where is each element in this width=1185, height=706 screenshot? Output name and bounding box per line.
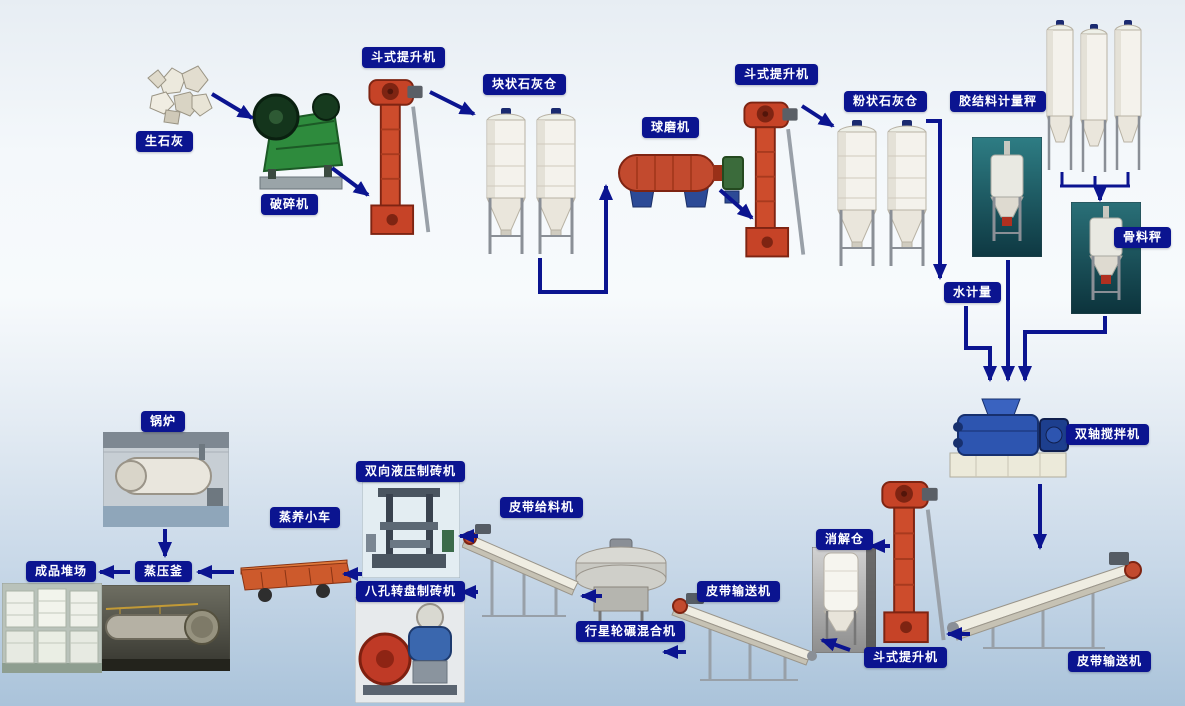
aggregate-silos-image [1046,20,1142,172]
quicklime-image [147,65,213,125]
label-digestion-silo: 消解仓 [816,529,874,550]
label-steam-trolley: 蒸养小车 [270,507,341,528]
label-block-lime-silo: 块状石灰仓 [483,74,567,95]
label-binder-scale: 胶结料计量秤 [950,91,1047,112]
label-crusher: 破碎机 [261,194,319,215]
belt-conveyor-mid-image [671,593,817,681]
aggregate-scale-image [1071,202,1141,314]
boiler-image [103,432,229,527]
label-ball-mill: 球磨机 [642,117,700,138]
planetary-mixer-image [575,538,667,623]
label-planetary-mixer: 行星轮碾混合机 [576,621,686,642]
bucket-elevator-1-image [368,79,431,235]
twin-shaft-mixer-image [949,398,1069,478]
belt-conveyor-right-image [947,552,1142,649]
belt-feeder-image [462,524,579,617]
steam-trolley-image [240,559,352,602]
binder-scale-image [972,137,1042,257]
label-belt-conveyor-right: 皮带输送机 [1068,651,1152,672]
label-product-yard: 成品堆场 [26,561,97,582]
bucket-elevator-3-image [881,480,946,644]
label-boiler: 锅炉 [141,411,186,432]
label-quicklime: 生石灰 [136,131,194,152]
label-powder-lime-silo: 粉状石灰仓 [844,91,928,112]
bucket-elevator-2-image [743,101,806,258]
label-autoclave: 蒸压釜 [135,561,193,582]
label-bucket-elevator-1: 斗式提升机 [362,47,446,68]
autoclave-image [100,585,230,671]
label-rotary-brick-machine: 八孔转盘制砖机 [356,581,466,602]
product-yard-image [2,583,102,673]
label-belt-feeder: 皮带给料机 [500,497,584,518]
rotary-brick-machine-image [355,597,465,703]
label-bucket-elevator-2: 斗式提升机 [735,64,819,85]
label-twin-shaft-mixer: 双轴搅拌机 [1066,424,1150,445]
powder-lime-silo-image [837,120,927,266]
label-water-meter: 水计量 [944,282,1002,303]
hydraulic-brick-machine-image [362,482,460,578]
label-hydraulic-brick-machine: 双向液压制砖机 [356,461,466,482]
block-lime-silo-image [486,108,576,254]
label-aggregate-scale: 骨料秤 [1114,227,1172,248]
ball-mill-image [618,154,744,208]
label-bucket-elevator-3: 斗式提升机 [864,647,948,668]
digestion-silo-image [812,547,876,653]
crusher-image [252,93,344,190]
label-belt-conveyor-mid: 皮带输送机 [697,581,781,602]
